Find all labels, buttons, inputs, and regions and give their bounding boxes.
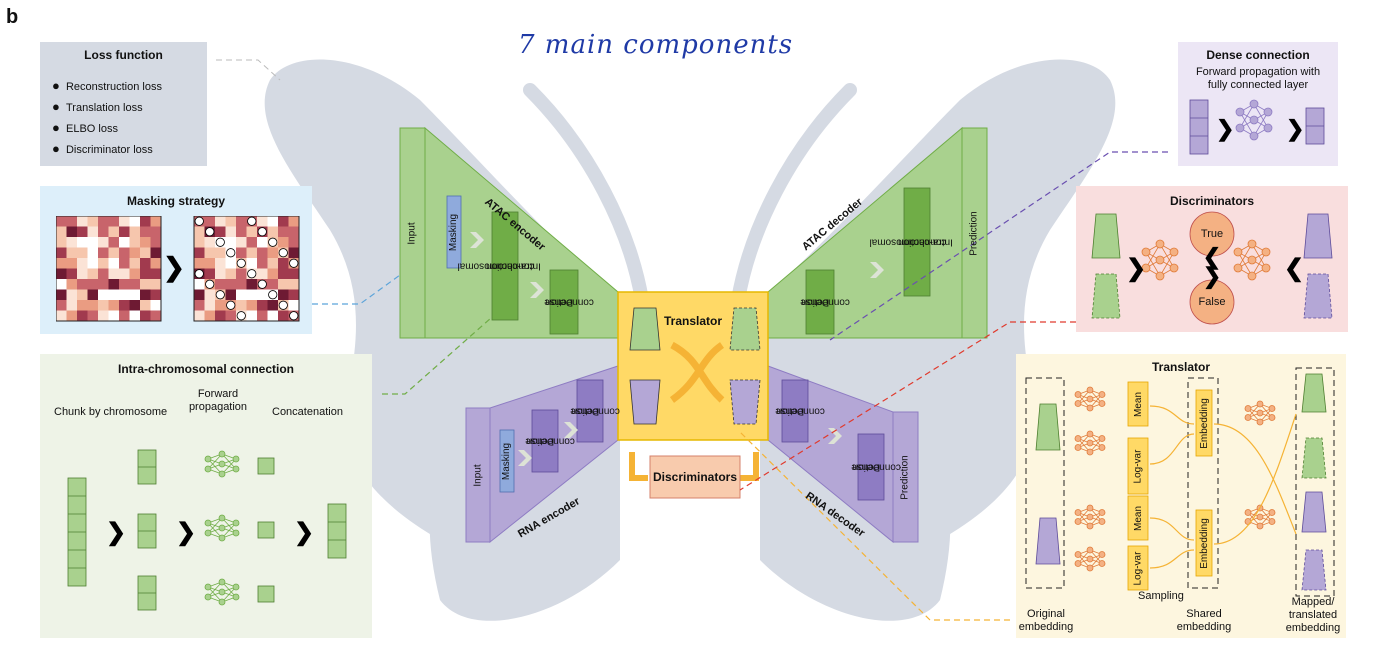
intra-chromosomal-panel: Intra-chromosomal connection Chunk by ch… bbox=[40, 354, 372, 638]
translator-graphic bbox=[1025, 367, 1335, 597]
rna-prediction-block bbox=[892, 411, 919, 543]
rna-prediction-label: Prediction bbox=[900, 454, 911, 500]
svg-text:❮: ❮ bbox=[1203, 244, 1221, 270]
handwritten-note: 7 main components bbox=[518, 30, 794, 60]
discriminators-label: Discriminators bbox=[652, 470, 738, 484]
loss-function-panel: Loss function ● Reconstruction loss ● Tr… bbox=[40, 42, 207, 166]
loss-item: ● Discriminator loss bbox=[52, 141, 153, 156]
translator-panel: Translator bbox=[1016, 354, 1346, 638]
intra-chromosomal-graphic: ❯ ❯ ❯ bbox=[67, 449, 347, 611]
mean-label-2: Mean bbox=[1132, 505, 1144, 531]
translator-label: Translator bbox=[664, 314, 723, 328]
embedding-label-2: Embedding bbox=[1198, 517, 1210, 569]
svg-text:❯: ❯ bbox=[1216, 116, 1234, 142]
figure-letter: b bbox=[6, 6, 19, 28]
masking-title: Masking strategy bbox=[126, 194, 226, 208]
disc-title: Discriminators bbox=[1169, 194, 1255, 208]
svg-text:❯: ❯ bbox=[1286, 116, 1304, 142]
translator-title: Translator bbox=[1151, 360, 1211, 374]
svg-text:❯: ❯ bbox=[294, 519, 314, 547]
dense-graphic: ❯❯ bbox=[1189, 99, 1325, 155]
discriminators-panel: Discriminators ❯❮ ❮❮ True False bbox=[1076, 186, 1348, 332]
svg-text:❯: ❯ bbox=[163, 252, 185, 283]
loss-item: ● ELBO loss bbox=[52, 120, 118, 135]
concatenation-label: Concatenation bbox=[272, 406, 343, 418]
rna-input-label: Input bbox=[472, 463, 484, 487]
embedding-label: Embedding bbox=[1198, 397, 1210, 449]
atac-input-label: Input bbox=[407, 221, 418, 245]
svg-text:❯: ❯ bbox=[1126, 255, 1146, 283]
discriminators-box bbox=[649, 455, 741, 499]
svg-text:❮: ❮ bbox=[1203, 266, 1221, 292]
true-label: True bbox=[1200, 228, 1224, 240]
chunk-label: Chunk by chromosome bbox=[54, 406, 168, 418]
masking-heatmaps: ❯ bbox=[56, 216, 300, 322]
false-label: False bbox=[1198, 296, 1226, 308]
loss-item: ● Reconstruction loss bbox=[52, 78, 162, 93]
atac-prediction-block bbox=[961, 127, 988, 339]
atac-masking-label: Masking bbox=[448, 213, 460, 251]
svg-text:❮: ❮ bbox=[1284, 255, 1304, 283]
disc-graphic: ❯❮ ❮❮ bbox=[1091, 211, 1333, 325]
mean-label: Mean bbox=[1132, 391, 1144, 417]
svg-text:❯: ❯ bbox=[106, 519, 126, 547]
dense-connection-panel: Dense connection Forward propagation wit… bbox=[1178, 42, 1338, 166]
rna-masking-label: Masking bbox=[501, 442, 513, 480]
svg-text:❯: ❯ bbox=[176, 519, 196, 547]
atac-prediction-label: Prediction bbox=[969, 210, 980, 256]
loss-item: ● Translation loss bbox=[52, 99, 143, 114]
logvar-label: Log-var bbox=[1132, 449, 1144, 483]
loss-title: Loss function bbox=[84, 48, 163, 62]
masking-strategy-panel: Masking strategy ❯ bbox=[40, 186, 312, 334]
dense-title: Dense connection bbox=[1206, 48, 1310, 62]
intra-title: Intra-chromosomal connection bbox=[117, 362, 295, 376]
sampling-label: Sampling bbox=[1138, 590, 1184, 602]
logvar-label-2: Log-var bbox=[1132, 551, 1144, 585]
